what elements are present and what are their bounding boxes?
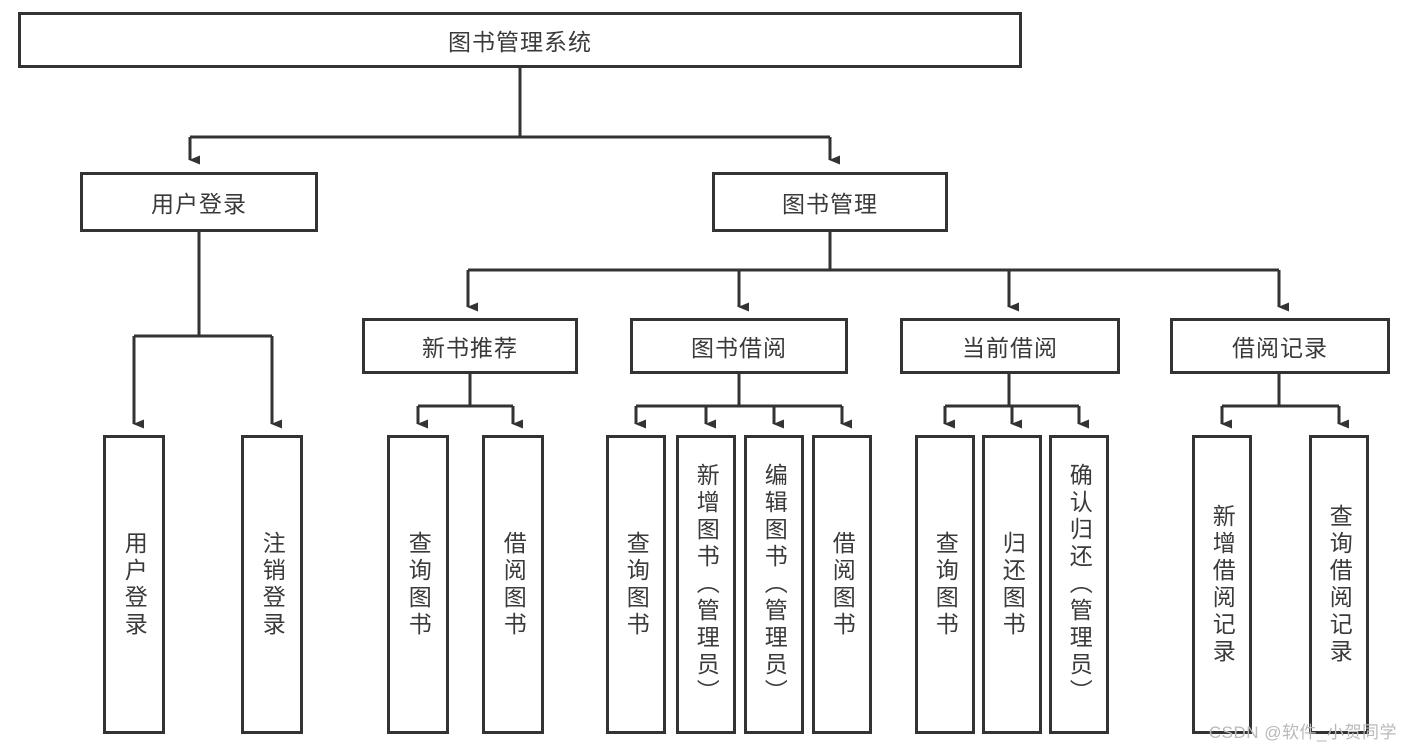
leaf-label: 查询图书 [405,530,432,639]
node-user-login-label: 用户登录 [151,191,247,217]
node-new-book-recommend[interactable]: 新书推荐 [362,318,578,374]
node-root-label: 图书管理系统 [448,29,592,55]
leaf-label: 确认归还（管理员） [1066,463,1093,706]
leaf-borrow-book[interactable]: 借阅图书 [812,435,872,734]
leaf-label: 新增借阅记录 [1209,503,1236,666]
node-book-manage[interactable]: 图书管理 [712,172,948,232]
leaf-return-book[interactable]: 归还图书 [982,435,1042,734]
node-root[interactable]: 图书管理系统 [18,12,1022,68]
node-borrow-record[interactable]: 借阅记录 [1170,318,1390,374]
leaf-label: 归还图书 [999,530,1026,639]
leaf-borrow-book-rec[interactable]: 借阅图书 [482,435,544,734]
leaf-label: 借阅图书 [829,530,856,639]
node-book-manage-label: 图书管理 [782,191,878,217]
node-user-login[interactable]: 用户登录 [80,172,318,232]
leaf-query-book-current[interactable]: 查询图书 [915,435,975,734]
leaf-logout-login[interactable]: 注销登录 [241,435,303,734]
node-current-borrow[interactable]: 当前借阅 [900,318,1120,374]
leaf-add-borrow-record[interactable]: 新增借阅记录 [1192,435,1252,734]
leaf-add-book-admin[interactable]: 新增图书（管理员） [676,435,736,734]
leaf-label: 借阅图书 [500,530,527,639]
leaf-confirm-return-admin[interactable]: 确认归还（管理员） [1049,435,1109,734]
leaf-user-login[interactable]: 用户登录 [103,435,165,734]
leaf-label: 编辑图书（管理员） [761,463,788,706]
leaf-label: 用户登录 [121,530,148,639]
leaf-label: 查询图书 [932,530,959,639]
node-book-borrow-label: 图书借阅 [691,335,787,361]
node-book-borrow[interactable]: 图书借阅 [630,318,848,374]
leaf-query-book-rec[interactable]: 查询图书 [387,435,449,734]
leaf-label: 查询图书 [623,530,650,639]
leaf-query-book-borrow[interactable]: 查询图书 [606,435,666,734]
leaf-label: 新增图书（管理员） [693,463,720,706]
leaf-edit-book-admin[interactable]: 编辑图书（管理员） [744,435,804,734]
node-new-book-recommend-label: 新书推荐 [422,335,518,361]
node-borrow-record-label: 借阅记录 [1232,335,1328,361]
leaf-label: 查询借阅记录 [1326,503,1353,666]
leaf-label: 注销登录 [259,530,286,639]
leaf-query-borrow-record[interactable]: 查询借阅记录 [1309,435,1369,734]
node-current-borrow-label: 当前借阅 [962,335,1058,361]
